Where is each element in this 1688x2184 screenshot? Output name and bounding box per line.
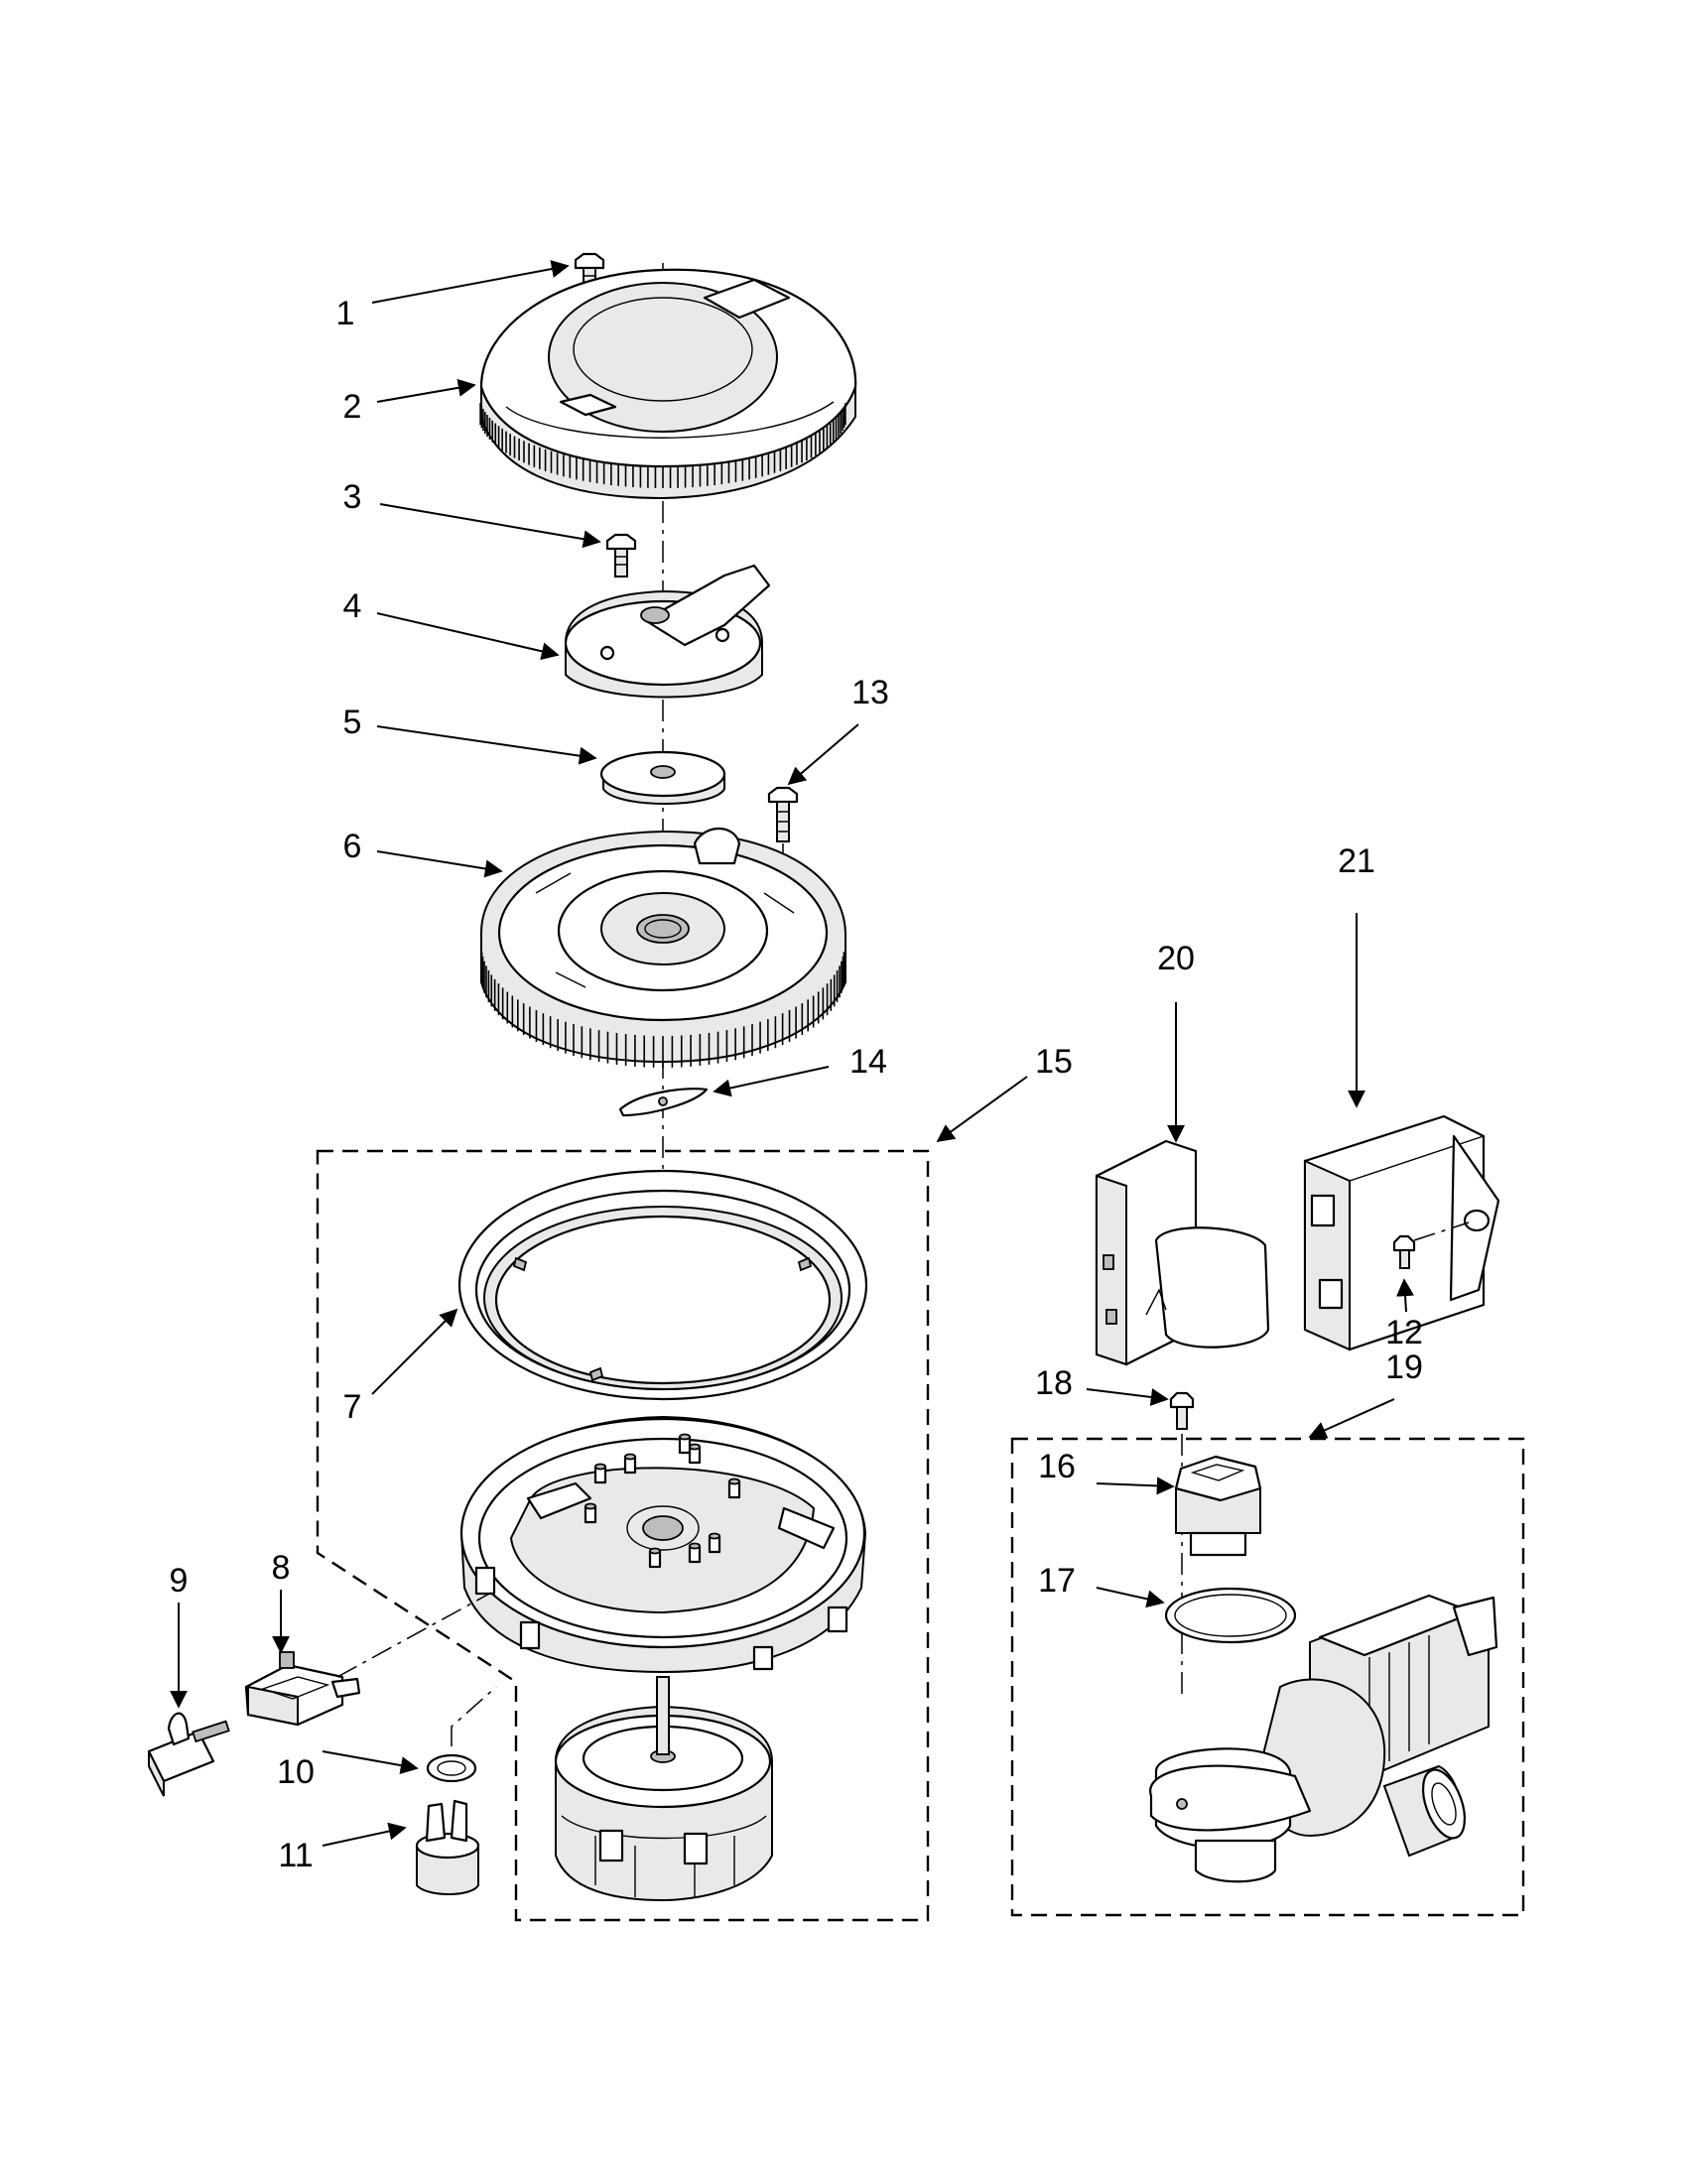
callout-17: 17 bbox=[1038, 1562, 1076, 1600]
circulation-motor[interactable] bbox=[554, 1676, 773, 1902]
callout-leaders bbox=[170, 260, 1414, 1847]
lower-housing-tabs bbox=[474, 1566, 848, 1671]
drain-pump[interactable] bbox=[1149, 1594, 1498, 1883]
connector-line-8 bbox=[336, 1592, 492, 1678]
lower-sump-housing[interactable] bbox=[459, 1415, 867, 1674]
group-15-outline bbox=[316, 1149, 930, 1922]
part-7-seal-ring[interactable] bbox=[457, 1169, 868, 1401]
callout-4: 4 bbox=[343, 587, 362, 625]
callout-19: 19 bbox=[1385, 1349, 1423, 1386]
part-6-fin-ring bbox=[480, 952, 845, 1068]
part-20-bracket[interactable] bbox=[1095, 1139, 1270, 1366]
callout-16: 16 bbox=[1038, 1448, 1076, 1485]
callout-2: 2 bbox=[343, 388, 362, 426]
callout-8: 8 bbox=[272, 1549, 291, 1587]
part-2-fin-ring bbox=[479, 403, 846, 488]
group-19-outline bbox=[1010, 1437, 1525, 1917]
callout-21: 21 bbox=[1338, 842, 1375, 880]
housing-posts bbox=[584, 1433, 741, 1569]
callout-3: 3 bbox=[343, 478, 362, 516]
part-5-impeller[interactable] bbox=[599, 750, 726, 805]
part-9-latch[interactable] bbox=[147, 1712, 230, 1797]
callout-7: 7 bbox=[343, 1388, 362, 1426]
callout-20: 20 bbox=[1157, 940, 1195, 977]
part-11-sensor[interactable] bbox=[415, 1799, 480, 1895]
part-3-screw[interactable] bbox=[605, 533, 637, 578]
callout-13: 13 bbox=[851, 674, 889, 711]
callout-9: 9 bbox=[170, 1562, 189, 1600]
part-14-clip[interactable] bbox=[618, 1088, 709, 1117]
part-4-diverter-housing[interactable] bbox=[564, 564, 771, 699]
callout-12: 12 bbox=[1385, 1314, 1423, 1351]
connector-line-10 bbox=[451, 1686, 497, 1746]
callout-11: 11 bbox=[278, 1837, 313, 1874]
part-16-adapter[interactable] bbox=[1174, 1455, 1262, 1557]
part-21-cover-box[interactable] bbox=[1303, 1114, 1500, 1351]
part-2-upper-cover[interactable] bbox=[479, 268, 857, 500]
part-10-o-ring[interactable] bbox=[426, 1753, 477, 1783]
part-12-screw[interactable] bbox=[1392, 1221, 1470, 1269]
callout-5: 5 bbox=[343, 704, 362, 741]
callout-6: 6 bbox=[343, 828, 362, 865]
callout-15: 15 bbox=[1035, 1043, 1073, 1081]
part-6-pump-housing[interactable] bbox=[480, 828, 846, 1064]
callout-1: 1 bbox=[336, 295, 355, 332]
part-17-gasket[interactable] bbox=[1164, 1587, 1297, 1644]
callout-18: 18 bbox=[1035, 1364, 1073, 1402]
callout-labels: 1 2 3 4 5 6 7 8 9 10 11 12 13 14 15 16 1… bbox=[170, 295, 1423, 1874]
callout-10: 10 bbox=[277, 1753, 315, 1791]
part-8-bracket[interactable] bbox=[244, 1651, 361, 1727]
callout-14: 14 bbox=[849, 1043, 887, 1081]
